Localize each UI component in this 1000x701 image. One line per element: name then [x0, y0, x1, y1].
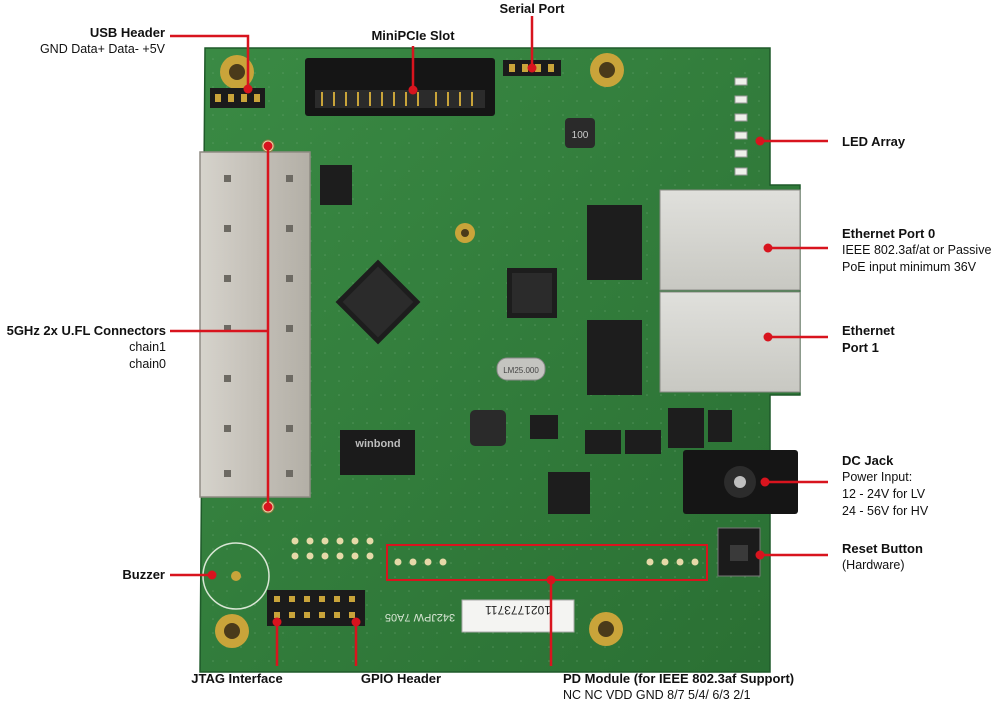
- pd-module-pads: [394, 558, 699, 566]
- ram-chip-brand: winbond: [354, 438, 400, 450]
- callout-ufl: 5GHz 2x U.FL Connectors chain1 chain0: [7, 322, 166, 373]
- rf-shield: [199, 151, 311, 498]
- mounting-holes: [215, 53, 624, 648]
- eth0-title: Ethernet Port 0: [842, 226, 936, 241]
- inductor-label: 100: [572, 130, 589, 141]
- callout-usb-header: USB Header GND Data+ Data- +5V: [40, 24, 165, 58]
- buzzer-title: Buzzer: [122, 567, 165, 582]
- main-soc-chip: [335, 259, 421, 345]
- minipcie-slot-graphic: [305, 58, 495, 116]
- led-array-graphic: [734, 77, 748, 176]
- usb-header-title: USB Header: [89, 25, 165, 40]
- callout-pointers: [170, 16, 828, 666]
- callout-pd-module: PD Module (for IEEE 802.3af Support) NC …: [563, 670, 794, 701]
- dc-jack-title: DC Jack: [842, 453, 894, 468]
- pointer-usb-header: [170, 34, 250, 87]
- jtag-header-graphic: [267, 590, 365, 626]
- reset-button-graphic: [717, 527, 761, 577]
- switch-chip: [507, 268, 557, 318]
- ethernet-port-1-graphic: [659, 291, 801, 393]
- eth0-line-1: IEEE 802.3af/at or Passive: [842, 243, 992, 257]
- ufl-line-2: chain0: [129, 357, 166, 371]
- callout-gpio: GPIO Header: [345, 670, 457, 687]
- reset-title: Reset Button: [842, 541, 923, 556]
- sticker-code: 342JPW 7A05: [385, 611, 455, 623]
- ethernet-magnetics: [587, 205, 642, 395]
- usb-header-line-1: GND Data+ Data- +5V: [39, 42, 165, 56]
- led-array-title: LED Array: [842, 134, 906, 149]
- callout-reset: Reset Button (Hardware): [842, 540, 923, 574]
- eth0-line-2: PoE input minimum 36V: [842, 260, 977, 274]
- dc-jack-graphic: [683, 450, 798, 514]
- sticker-number: 1021773711: [485, 603, 551, 617]
- flash-chip: [320, 165, 352, 205]
- callout-dots: [207, 63, 773, 627]
- ram-chip-winbond: winbond: [340, 430, 415, 475]
- ufl-line-1: chain1: [129, 340, 166, 354]
- regulator-parts: [530, 408, 732, 514]
- crystal: LM25.000: [496, 357, 546, 381]
- gpio-title: GPIO Header: [360, 671, 442, 686]
- callout-buzzer: Buzzer: [122, 566, 165, 583]
- dc-jack-line-2: 12 - 24V for LV: [842, 487, 926, 501]
- ethernet-port-0-graphic: [659, 189, 801, 291]
- board-sticker: 1021773711 342JPW 7A05: [385, 599, 575, 633]
- inductor-bottom: [470, 410, 506, 446]
- callout-jtag: JTAG Interface: [177, 670, 297, 687]
- callout-eth1: Ethernet Port 1: [842, 322, 895, 356]
- crystal-label: LM25.000: [503, 366, 539, 375]
- reset-line-1: (Hardware): [842, 558, 905, 572]
- pd-module-title: PD Module (for IEEE 802.3af Support): [563, 671, 795, 686]
- dc-jack-line-1: Power Input:: [842, 470, 913, 484]
- callout-minipcie: MiniPCIe Slot: [333, 27, 493, 44]
- callout-led-array: LED Array: [842, 133, 905, 150]
- inductor-top: 100: [565, 118, 595, 148]
- dc-jack-line-3: 24 - 56V for HV: [842, 504, 929, 518]
- pd-module-line-1: NC NC VDD GND 8/7 5/4/ 6/3 2/1: [563, 688, 751, 701]
- callout-serial-port: Serial Port: [482, 0, 582, 17]
- eth1-title: Ethernet: [842, 323, 895, 338]
- callout-eth0: Ethernet Port 0 IEEE 802.3af/at or Passi…: [842, 225, 991, 276]
- gpio-pads: [291, 537, 374, 560]
- usb-header-pins: [210, 88, 265, 108]
- jtag-title: JTAG Interface: [191, 671, 283, 686]
- serial-port-title: Serial Port: [499, 1, 565, 16]
- eth1-line-1: Port 1: [842, 340, 879, 355]
- callout-dc-jack: DC Jack Power Input: 12 - 24V for LV 24 …: [842, 452, 928, 520]
- minipcie-title: MiniPCIe Slot: [371, 28, 455, 43]
- ufl-title: 5GHz 2x U.FL Connectors: [6, 323, 166, 338]
